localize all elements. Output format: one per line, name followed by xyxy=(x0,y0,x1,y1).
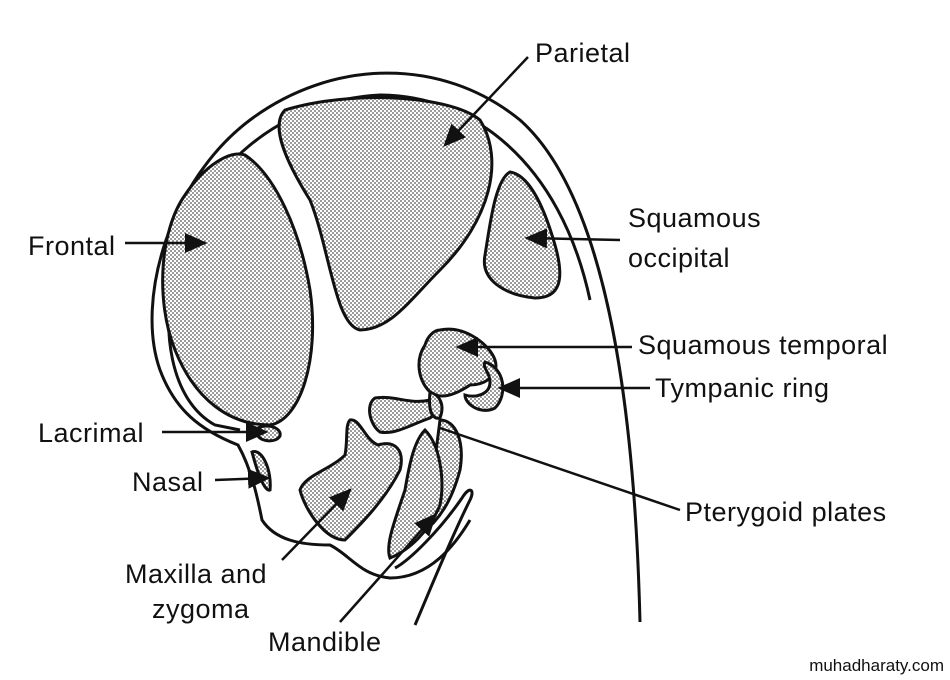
maxilla-zygoma-bone xyxy=(298,418,403,542)
label-tympanic-ring: Tympanic ring xyxy=(655,373,830,403)
label-squamous-occipital-line2: occipital xyxy=(628,243,731,273)
parietal-bone xyxy=(277,96,494,332)
squamous-occipital-leader xyxy=(524,228,621,249)
skull-inner-outline xyxy=(166,93,592,432)
mandible-leader xyxy=(339,513,437,623)
watermark: muhadharaty.com xyxy=(809,656,944,675)
frontal-bone xyxy=(161,152,315,427)
label-lacrimal: Lacrimal xyxy=(38,418,145,448)
label-pterygoid-plates: Pterygoid plates xyxy=(685,497,887,527)
pterygoid-plates-leader xyxy=(439,426,681,512)
label-maxilla-line2: zygoma xyxy=(152,594,250,624)
label-squamous-occipital-line1: Squamous xyxy=(628,203,762,233)
label-parietal: Parietal xyxy=(535,38,631,68)
label-nasal: Nasal xyxy=(132,467,204,497)
squamous-occipital-bone xyxy=(482,170,562,300)
label-squamous-temporal: Squamous temporal xyxy=(638,330,889,360)
maxilla-zygoma-leader xyxy=(281,488,352,561)
sphenoid-bone xyxy=(368,395,440,435)
label-maxilla-line1: Maxilla and xyxy=(125,559,268,589)
skull-outline xyxy=(150,71,642,623)
parietal-leader xyxy=(443,56,529,147)
label-frontal: Frontal xyxy=(28,231,116,261)
lacrimal-bone xyxy=(256,424,282,443)
label-mandible: Mandible xyxy=(268,627,382,657)
temporal-connector xyxy=(428,390,444,420)
neck-outline xyxy=(394,488,474,626)
nasal-leader xyxy=(214,468,271,489)
